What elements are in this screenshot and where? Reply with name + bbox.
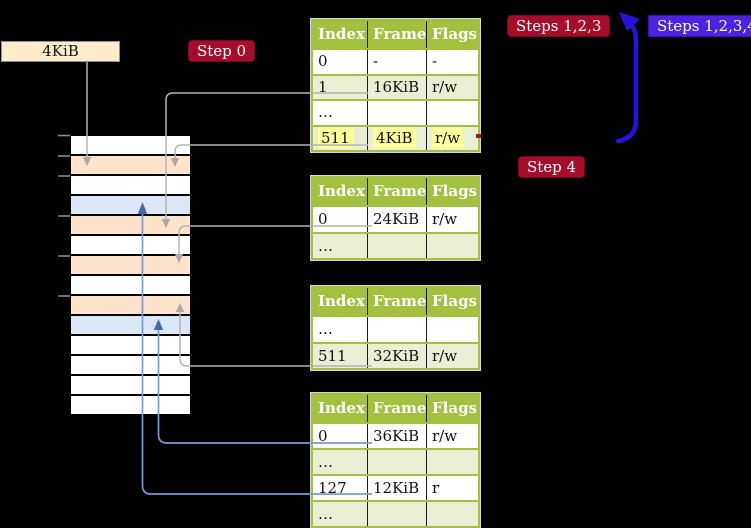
table-cell: r/w: [427, 127, 478, 151]
memory-row-mapped-page: [71, 196, 190, 216]
cr3-value-box: 4KiB: [1, 41, 120, 62]
table-cell: 24KiB: [368, 207, 427, 232]
table-cell: r/w: [432, 346, 458, 365]
table-cell: r/w: [432, 210, 458, 228]
table-cell: [368, 502, 427, 526]
table-row: 511 4KiB r/w: [313, 126, 478, 151]
column-header: Frame: [368, 21, 427, 48]
table-cell: [427, 317, 478, 342]
memory-row-mapped-page: [71, 316, 190, 336]
table-cell: 32KiB: [368, 343, 427, 368]
steps-1234-badge: Steps 1,2,3,4: [648, 15, 751, 37]
table-cell: 0: [313, 207, 368, 232]
table-row: …: [313, 450, 478, 474]
column-header: Frame: [368, 178, 427, 205]
table-cell: 511: [313, 343, 368, 368]
address-ticks: [58, 134, 70, 297]
table-cell: 127: [313, 476, 368, 500]
table-cell: [368, 233, 427, 258]
memory-row-free: [71, 236, 190, 256]
column-header: Flags: [432, 25, 477, 43]
table-cell: 1: [313, 75, 368, 99]
memory-row-page-table: [71, 216, 190, 236]
column-header: Flags: [432, 182, 477, 200]
steps-123-badge: Steps 1,2,3: [507, 15, 611, 37]
memory-row-free: [71, 336, 190, 356]
memory-row-free: [71, 276, 190, 296]
table-cell: r/w: [432, 77, 458, 96]
steps-1234-arrow: [615, 12, 640, 144]
table-cell: r/w: [432, 427, 458, 445]
table-cell: -: [368, 50, 427, 74]
memory-row-page-table: [71, 156, 190, 176]
table-row: …: [313, 317, 478, 342]
memory-row-free: [71, 376, 190, 396]
table-row: …: [313, 101, 478, 125]
table-row: 0--: [313, 50, 478, 74]
column-header: Index: [313, 21, 368, 48]
column-header: Frame: [368, 288, 427, 315]
arrowhead-up-left-icon: [619, 12, 640, 31]
memory-strip: [71, 136, 190, 416]
table-cell: 12KiB: [368, 476, 427, 500]
memory-row-free: [71, 396, 190, 416]
table-cell: …: [313, 502, 368, 526]
highlighted-value: 511: [318, 127, 353, 148]
column-header: Frame: [368, 395, 427, 422]
highlighted-value: 4KiB: [373, 127, 416, 148]
table-cell: [427, 101, 478, 125]
column-header: Index: [313, 395, 368, 422]
table-cell: 0: [313, 50, 368, 74]
table-cell: r: [432, 479, 440, 497]
step-0-badge: Step 0: [188, 40, 256, 62]
table-cell: [368, 450, 427, 474]
memory-row-free: [71, 176, 190, 196]
table-cell: [427, 450, 478, 474]
table-cell: 511: [313, 126, 368, 150]
highlighted-value: r/w: [432, 127, 464, 148]
memory-row-free: [71, 136, 190, 156]
step-4-badge: Step 4: [518, 156, 586, 178]
table-cell: [368, 101, 427, 125]
table-row: …: [313, 233, 478, 259]
column-header: Index: [313, 288, 368, 315]
table-cell: …: [313, 317, 368, 342]
table-cell: …: [313, 450, 368, 474]
column-header: Index: [313, 178, 368, 205]
column-header: Flags: [432, 292, 477, 310]
table-cell: -: [432, 52, 438, 70]
memory-row-free: [71, 356, 190, 376]
table-cell: 36KiB: [368, 424, 427, 448]
table-row: …: [313, 502, 478, 526]
table-cell: [427, 502, 478, 526]
table-cell: [368, 317, 427, 342]
memory-row-page-table: [71, 256, 190, 276]
table-cell: 4KiB: [368, 126, 427, 150]
column-header: Flags: [432, 399, 477, 417]
table-cell: 16KiB: [368, 75, 427, 99]
table-cell: [427, 234, 478, 259]
table-cell: …: [313, 233, 368, 258]
table-cell: 0: [313, 424, 368, 448]
memory-row-page-table: [71, 296, 190, 316]
table-cell: …: [313, 101, 368, 125]
